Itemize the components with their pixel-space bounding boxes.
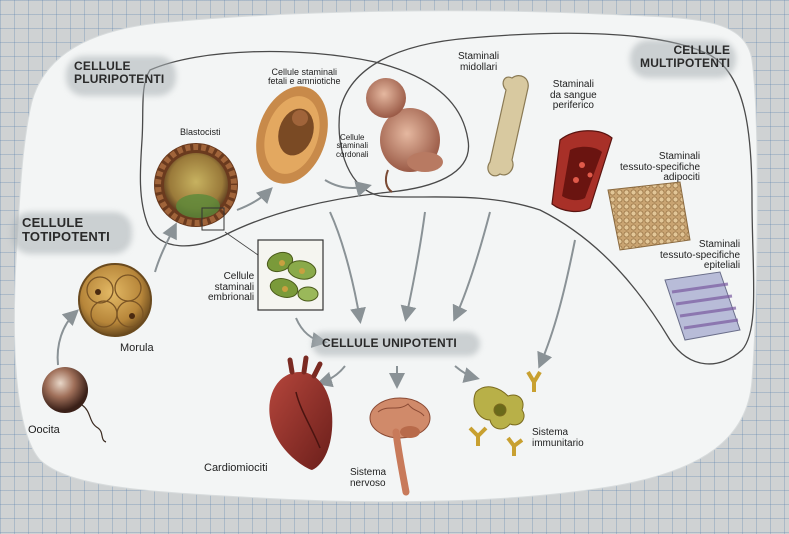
totipotenti-title: CELLULE TOTIPOTENTI xyxy=(22,216,110,243)
nervoso-label: Sistema nervoso xyxy=(350,468,386,489)
adipociti-label: Staminali tessuto-specifiche adipociti xyxy=(620,152,700,184)
fetali-label: Cellule staminali fetali e amniotiche xyxy=(268,68,341,87)
oocita-label: Oocita xyxy=(28,425,60,437)
embryonic-cells-icon xyxy=(258,240,323,310)
cordonali-label: Cellule staminali cordonali xyxy=(336,134,368,159)
cardiomiociti-label: Cardiomiociti xyxy=(204,463,268,475)
sangue-label: Staminali da sangue periferico xyxy=(550,80,597,112)
epiteliali-label: Staminali tessuto-specifiche epiteliali xyxy=(660,240,740,272)
immunitario-label: Sistema immunitario xyxy=(532,428,584,449)
morula-label: Morula xyxy=(120,343,154,355)
morula-icon xyxy=(79,264,151,336)
embrionali-label: Cellule staminali embrionali xyxy=(208,272,254,304)
blastocisti-label: Blastocisti xyxy=(180,128,221,137)
multipotenti-title: CELLULE MULTIPOTENTI xyxy=(640,44,730,69)
unipotenti-title: CELLULE UNIPOTENTI xyxy=(322,337,457,350)
pluripotenti-title: CELLULE PLURIPOTENTI xyxy=(74,60,164,85)
midollari-label: Staminali midollari xyxy=(458,52,499,73)
